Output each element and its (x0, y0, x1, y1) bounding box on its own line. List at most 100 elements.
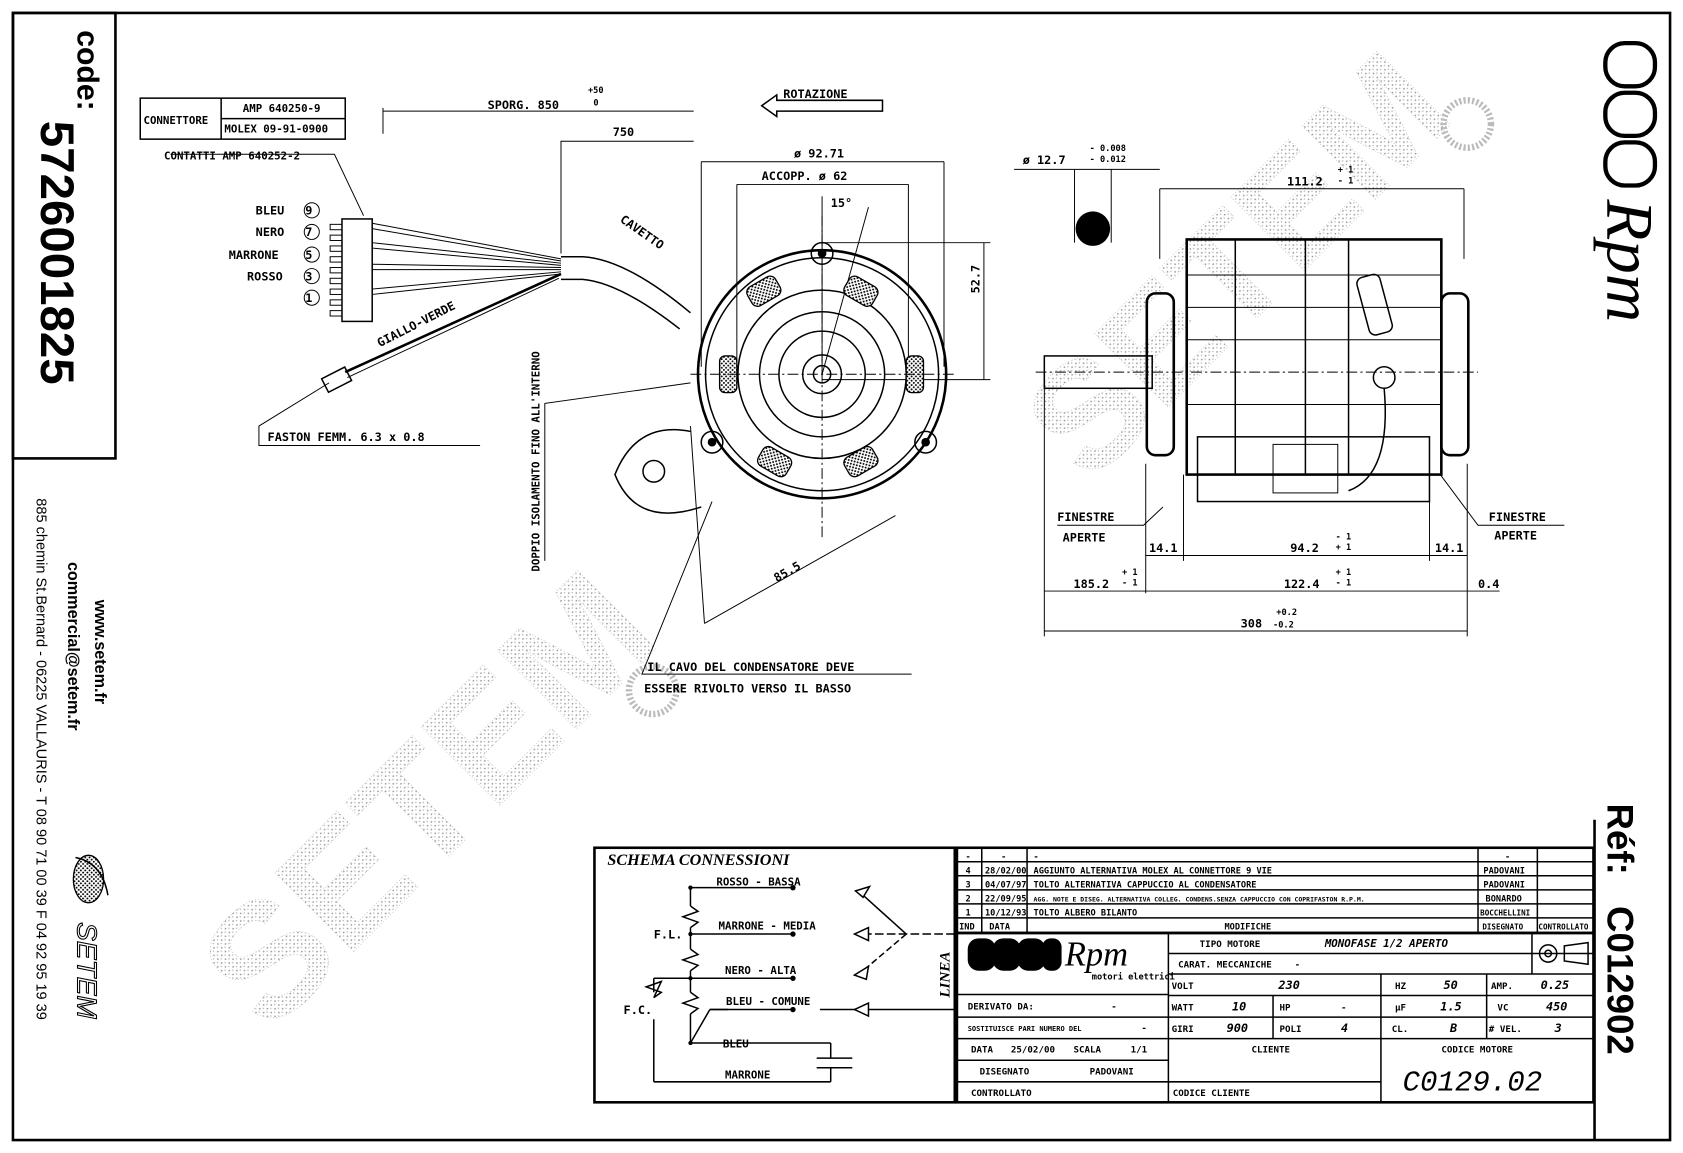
aperte-left: APERTE (1063, 530, 1106, 544)
schema-connessioni: SCHEMA CONNESSIONI F.L. F.C. ROSSO - BAS… (593, 846, 957, 1104)
vc-value: 450 (1546, 1000, 1567, 1014)
poli-label: POLI (1280, 1024, 1302, 1035)
tipo-label: TIPO MOTORE (1200, 939, 1261, 950)
rev-modifica: - (1034, 853, 1039, 863)
hz-label: HZ (1395, 981, 1407, 992)
sostituisce-label: SOSTITUISCE PARI NUMERO DEL (968, 1024, 1082, 1033)
vc-label: VC (1497, 1003, 1508, 1014)
setem-logo-text: SETEM (72, 922, 103, 1019)
title-logo-text: Rpm (1064, 935, 1128, 973)
dim-308-tol-minus: -0.2 (1273, 621, 1294, 631)
wire-label-nero: NERO (256, 225, 285, 239)
accopp-label: ACCOPP. ø 62 (762, 169, 848, 183)
code-box (11, 11, 117, 460)
dim-185: 185.2 (1073, 577, 1109, 591)
rev-header-controllato: CONTROLLATO (1538, 923, 1588, 932)
line-nero-alta: NERO - ALTA (725, 964, 797, 977)
cl-label: CL. (1392, 1024, 1409, 1035)
faston-label: FASTON FEMM. 6.3 x 0.8 (268, 430, 425, 444)
dim-04: 0.4 (1478, 577, 1499, 591)
dim-85: 85.5 (771, 559, 803, 585)
dim-308: 308 (1241, 617, 1262, 631)
diam-92: ø 92.71 (794, 146, 844, 160)
uf-label: µF (1395, 1003, 1406, 1014)
revisions-table: - - - - 4 28/02/00 AGGIUNTO ALTERNATIVA … (955, 846, 1595, 935)
shaft-tol-bot: - 0.012 (1090, 155, 1126, 165)
poli-value: 4 (1341, 1021, 1348, 1035)
giri-label: GIRI (1172, 1024, 1194, 1035)
dim-122-tol-minus: - 1 (1336, 579, 1352, 589)
rev-data: 22/09/95 (985, 895, 1026, 905)
stator-slots (718, 275, 925, 478)
aperte-right: APERTE (1494, 528, 1537, 542)
code-label: code: (71, 30, 104, 111)
dim-308-tol-plus: +0.2 (1276, 608, 1297, 618)
angle-15: 15° (831, 196, 852, 210)
fl-label: F.L. (654, 927, 683, 941)
controllato-label: CONTROLLATO (971, 1088, 1032, 1099)
wire-label-bleu: BLEU (256, 204, 285, 218)
rev-header-modifiche: MODIFICHE (1224, 923, 1271, 933)
rev-modifica: TOLTO ALBERO BILANTO (1034, 909, 1138, 919)
rev-data: - (1001, 853, 1006, 863)
amp-label: AMP. (1491, 981, 1513, 992)
uf-value: 1.5 (1440, 1000, 1461, 1014)
dim-111-tol-minus: - 1 (1338, 176, 1354, 186)
vel-value: 3 (1554, 1021, 1562, 1035)
connettore-amp: AMP 640250-9 (243, 102, 321, 115)
dim-122-tol-plus: + 1 (1336, 568, 1352, 578)
rev-ind: - (966, 853, 971, 863)
wire-label-rosso: ROSSO (247, 269, 283, 283)
orthographic-projection-icon (1538, 941, 1589, 966)
rev-data: 04/07/97 (985, 881, 1026, 891)
title-rpm-logo: Rpm motori elettrici (967, 935, 1175, 982)
sporg-tol-plus: +50 (588, 86, 604, 96)
rev-data: 10/12/93 (985, 909, 1026, 919)
rev-disegnato: BOCCHELLINI (1480, 909, 1530, 918)
rev-header-ind: IND (959, 923, 975, 933)
rev-header-data: DATA (989, 923, 1011, 933)
website-link[interactable]: www.setem.fr (91, 599, 109, 705)
code-value: 5726001825 (30, 121, 83, 385)
hp-value: - (1341, 1003, 1347, 1014)
rev-ind: 1 (966, 909, 971, 919)
len-750: 750 (613, 125, 634, 139)
disegnato-value: PADOVANI (1090, 1066, 1134, 1077)
shaft-tol-top: - 0.008 (1090, 144, 1126, 154)
codice-motore-value: C0129.02 (1402, 1066, 1542, 1099)
rev-header-disegnato: DISEGNATO (1482, 923, 1523, 932)
dim-185-tol-minus: - 1 (1122, 579, 1138, 589)
address-text: 885 chemin St.Bernard - 06225 VALLAURIS … (33, 498, 49, 1020)
rpm-logo-text: Rpm (1592, 199, 1666, 323)
sostituisce-value: - (1141, 1023, 1147, 1034)
contatti-label: CONTATTI AMP 640252-2 (164, 150, 300, 163)
email-link[interactable]: commercial@setem.fr (64, 562, 82, 731)
setem-logo: SETEM (71, 854, 109, 1020)
pin-5: 5 (305, 248, 312, 262)
svg-text:SETEM: SETEM (993, 21, 1480, 508)
derivato-value: - (1111, 1002, 1117, 1013)
line-marrone-media: MARRONE - MEDIA (719, 920, 817, 933)
dim-14a: 14.1 (1149, 541, 1178, 555)
fc-label: F.C. (624, 1003, 653, 1017)
pin-9: 9 (305, 204, 312, 218)
left-strip: code: 5726001825 www.setem.fr commercial… (30, 30, 109, 1020)
rev-modifica: AGG. NOTE E DISEG. ALTERNATIVA COLLEG. C… (1034, 896, 1365, 904)
giallo-verde-label: GIALLO-VERDE (375, 299, 458, 350)
side-view: ø 12.7 - 0.008 - 0.012 111.2 + 1 - 1 FIN… (1014, 144, 1565, 637)
rev-ind: 2 (966, 895, 971, 905)
rotation-arrow-icon (760, 93, 884, 118)
cliente-label: CLIENTE (1251, 1045, 1290, 1056)
carat-value: - (1295, 959, 1301, 970)
watt-value: 10 (1232, 1000, 1246, 1014)
finestre-right: FINESTRE (1489, 510, 1546, 524)
front-view: SPORG. 850 +50 0 750 ROTAZIONE ø 92.71 A… (382, 86, 991, 695)
ref-label: Réf: (1599, 804, 1640, 875)
dim-94-tol-bot: + 1 (1336, 543, 1352, 553)
linea-label: LINEA (937, 952, 953, 999)
data-label: DATA (971, 1045, 994, 1056)
dim-111: 111.2 (1287, 175, 1323, 189)
pin-3: 3 (305, 269, 312, 283)
right-strip: Rpm Réf: C012902 (1592, 40, 1666, 1141)
connettore-label: CONNETTORE (143, 114, 208, 127)
